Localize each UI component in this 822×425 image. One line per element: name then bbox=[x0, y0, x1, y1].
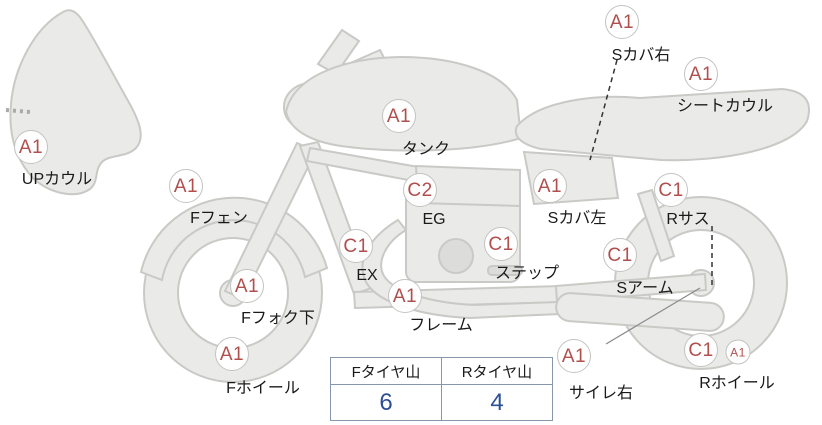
rear-suspension-shape bbox=[636, 188, 676, 263]
grade-badge-f-fork-lower: A1 bbox=[230, 269, 264, 303]
rear-tire-tread-header: Rタイヤ山 bbox=[441, 357, 553, 385]
part-label-f-wheel: Fホイール bbox=[226, 380, 300, 397]
part-label-exhaust: EX bbox=[356, 267, 378, 284]
part-label-seat-cowl: シートカウル bbox=[676, 98, 774, 115]
grade-badge-f-fender: A1 bbox=[169, 169, 203, 203]
part-label-engine: EG bbox=[422, 211, 446, 228]
part-label-s-cover-left: Sカバ左 bbox=[547, 210, 607, 227]
grade-badge-s-cover-right: A1 bbox=[605, 5, 639, 39]
part-label-r-suspension: Rサス bbox=[666, 211, 710, 228]
seat-cowl-shape bbox=[514, 87, 810, 162]
part-label-up-cowl: UPカウル bbox=[21, 171, 93, 188]
part-label-f-fender: Fフェン bbox=[190, 210, 248, 227]
grade-badge-s-cover-left: A1 bbox=[533, 169, 567, 203]
grade-badge-s-arm: C1 bbox=[603, 238, 637, 272]
part-label-silencer-right: サイレ右 bbox=[568, 385, 634, 402]
part-label-tank: タンク bbox=[401, 141, 451, 158]
part-label-s-cover-right: Sカバ右 bbox=[611, 47, 671, 64]
part-label-s-arm: Sアーム bbox=[616, 280, 674, 297]
part-label-frame: フレーム bbox=[409, 317, 473, 334]
part-label-step: ステップ bbox=[494, 265, 560, 282]
grade-badge-tank: A1 bbox=[382, 99, 416, 133]
rear-tire-tread-value: 4 bbox=[441, 384, 553, 421]
part-label-r-wheel: Rホイール bbox=[699, 375, 775, 392]
grade-badge-r-suspension: C1 bbox=[654, 173, 688, 207]
silencer-shape bbox=[555, 292, 725, 332]
front-tire-tread-value: 6 bbox=[330, 384, 442, 421]
grade-badge-f-wheel: A1 bbox=[215, 337, 249, 371]
front-tire-tread-header: Fタイヤ山 bbox=[330, 357, 442, 385]
grade-badge-up-cowl: A1 bbox=[14, 130, 48, 164]
part-label-f-fork-lower: Fフォク下 bbox=[241, 310, 315, 327]
grade-badge-engine: C2 bbox=[403, 173, 437, 207]
grade-badge-seat-cowl: A1 bbox=[684, 57, 718, 91]
tire-tread-table: Fタイヤ山 Rタイヤ山 6 4 bbox=[330, 357, 553, 421]
grade-badge-silencer-right: A1 bbox=[557, 339, 591, 373]
grade-badge-step: C1 bbox=[484, 227, 518, 261]
grade-badge-frame: A1 bbox=[388, 279, 422, 313]
grade-badge-r-wheel: C1 bbox=[684, 333, 718, 367]
sub-grade-badge-r-wheel: A1 bbox=[725, 339, 751, 365]
grade-badge-exhaust: C1 bbox=[339, 229, 373, 263]
leader-line-silencer bbox=[605, 287, 701, 345]
